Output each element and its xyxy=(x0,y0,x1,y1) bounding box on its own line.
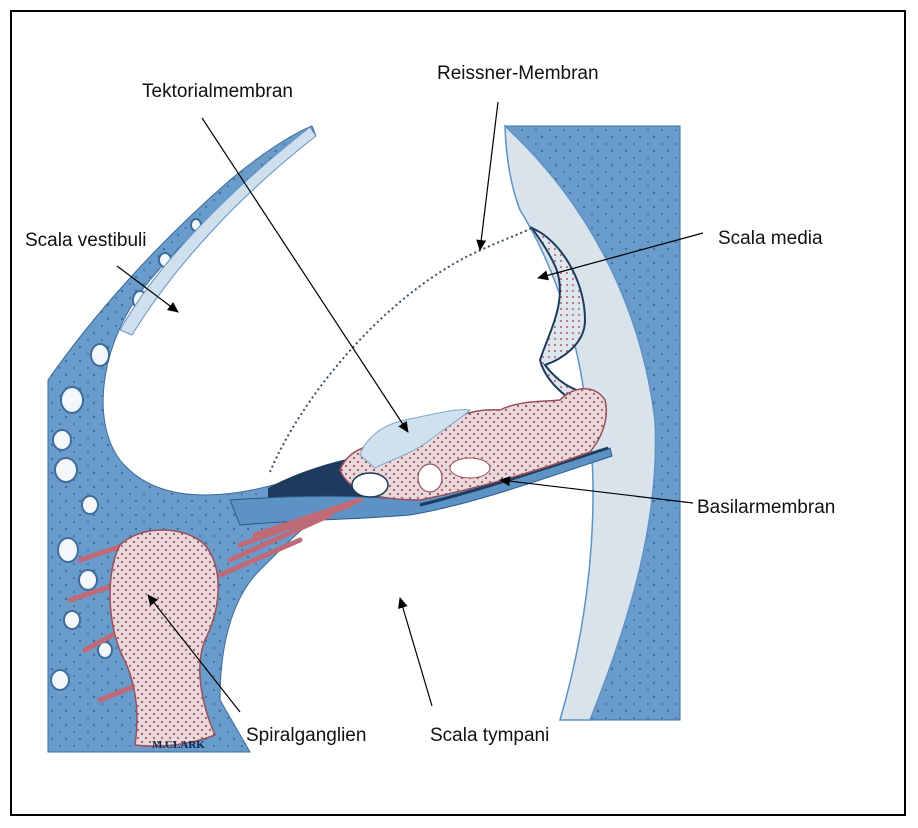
label-reissner-membran: Reissner-Membran xyxy=(437,63,599,84)
outer-space xyxy=(450,458,490,478)
label-scala-tympani: Scala tympani xyxy=(430,725,549,746)
upper-lamina xyxy=(120,127,316,335)
arrow-reissner xyxy=(480,102,498,250)
tunnel-of-corti xyxy=(418,464,442,492)
label-scala-media: Scala media xyxy=(718,228,823,249)
artist-signature: M.CLARK xyxy=(152,739,205,751)
arrow-tektorial xyxy=(202,118,408,432)
label-scala-vestibuli: Scala vestibuli xyxy=(25,230,146,251)
inner-sulcus xyxy=(352,473,388,497)
arrow-scala-tympani xyxy=(400,598,432,706)
label-basilarmembran: Basilarmembran xyxy=(697,497,835,518)
label-spiralganglien: Spiralganglien xyxy=(246,725,366,746)
label-tektorialmembran: Tektorialmembran xyxy=(142,81,293,102)
